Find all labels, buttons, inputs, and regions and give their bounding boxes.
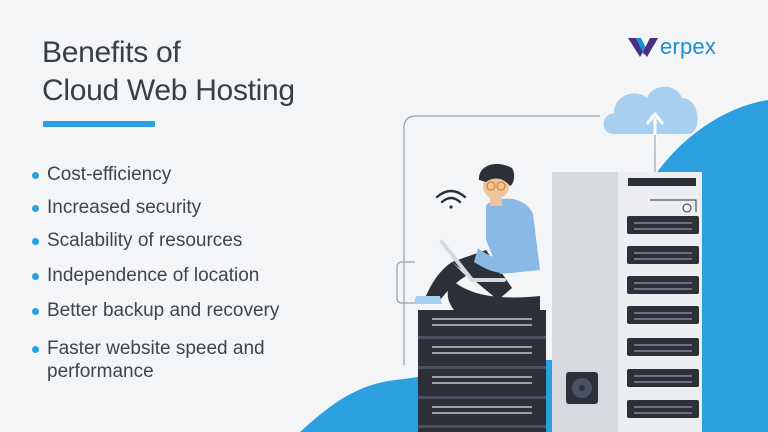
connection-line-2 <box>396 261 430 304</box>
benefit-label: Faster website speed and performance <box>47 338 265 382</box>
title-line-2: Cloud Web Hosting <box>42 74 295 107</box>
server-stack <box>418 310 546 432</box>
bullet-icon <box>32 346 39 353</box>
logo-text: erpex <box>660 34 717 59</box>
benefit-scalability: Scalability of resources <box>32 229 347 252</box>
benefit-security: Increased security <box>32 196 347 219</box>
benefit-backup: Better backup and recovery <box>32 299 347 322</box>
benefit-label: Cost-efficiency <box>47 164 172 185</box>
benefit-label: Scalability of resources <box>47 230 243 251</box>
title-line-1: Benefits of <box>42 36 181 69</box>
server-rack <box>552 172 702 432</box>
verpex-logo: erpex <box>627 36 716 58</box>
connection-line <box>403 115 600 365</box>
bullet-icon <box>32 238 39 245</box>
bullet-icon <box>32 308 39 315</box>
cloud-upload-icon <box>603 86 698 176</box>
verpex-logo-icon <box>628 38 658 57</box>
person-with-laptop <box>414 164 540 310</box>
benefit-cost-efficiency: Cost-efficiency <box>32 163 347 186</box>
bullet-icon <box>32 205 39 212</box>
page-title: Benefits of Cloud Web Hosting <box>42 34 295 110</box>
benefit-speed: Faster website speed and performance <box>32 337 347 383</box>
bullet-icon <box>32 172 39 179</box>
benefit-label: Independence of location <box>47 265 260 286</box>
benefit-label: Increased security <box>47 197 202 218</box>
benefit-location: Independence of location <box>32 264 347 287</box>
benefit-label: Better backup and recovery <box>47 300 280 321</box>
wifi-icon <box>435 189 467 209</box>
title-underline <box>43 121 155 127</box>
bullet-icon <box>32 273 39 280</box>
